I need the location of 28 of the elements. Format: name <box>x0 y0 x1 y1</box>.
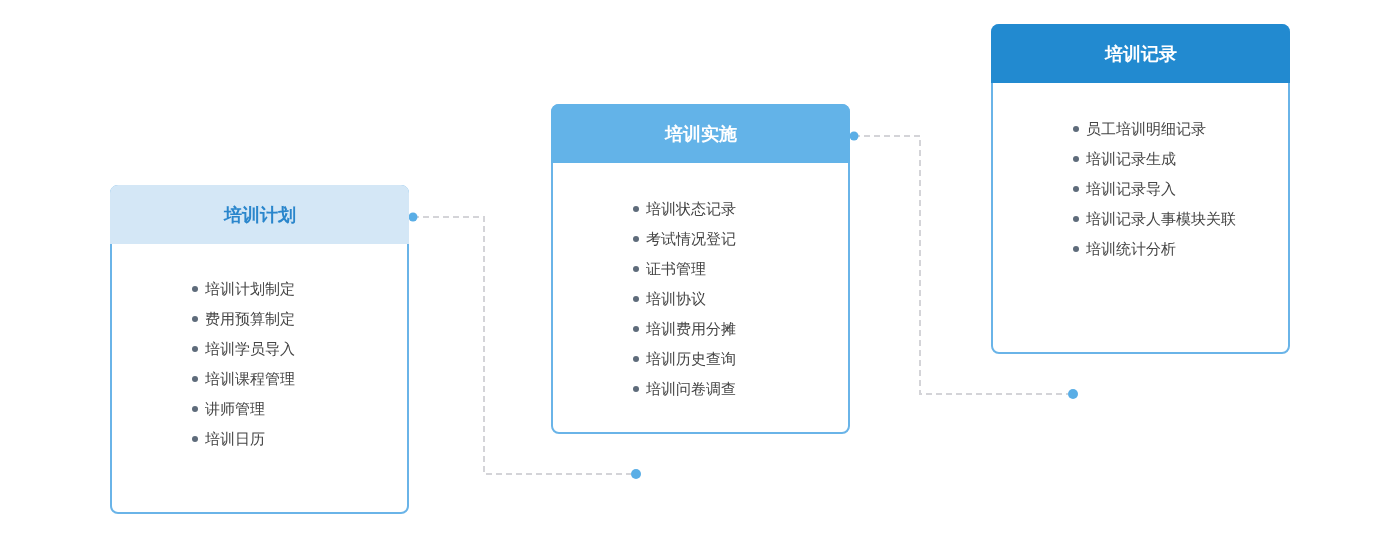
card-header: 培训记录 <box>991 24 1290 83</box>
list-item: 员工培训明细记录 <box>1086 119 1206 139</box>
connector <box>849 131 1069 395</box>
list-item: 考试情况登记 <box>646 229 736 249</box>
list-item: 讲师管理 <box>205 399 265 419</box>
list-item: 培训状态记录 <box>646 199 736 219</box>
list-item: 费用预算制定 <box>205 309 295 329</box>
list-item: 培训问卷调查 <box>646 379 736 399</box>
list-item: 培训课程管理 <box>205 369 295 389</box>
list-item: 培训统计分析 <box>1086 239 1176 259</box>
dot <box>631 469 641 479</box>
list-item: 培训记录生成 <box>1086 149 1176 169</box>
card-header: 培训实施 <box>551 104 850 163</box>
list-item: 培训日历 <box>205 429 265 449</box>
list-item: 培训历史查询 <box>646 349 736 369</box>
card <box>991 24 1290 354</box>
card <box>110 185 409 514</box>
list-item: 培训记录人事模块关联 <box>1086 209 1236 229</box>
list-item: 培训学员导入 <box>205 339 295 359</box>
card-header: 培训计划 <box>110 185 409 244</box>
list-item: 培训费用分摊 <box>646 319 736 339</box>
list-item: 证书管理 <box>646 259 706 279</box>
card <box>551 104 850 434</box>
list-item: 培训记录导入 <box>1086 179 1176 199</box>
list-item: 培训协议 <box>646 289 706 309</box>
list-item: 培训计划制定 <box>205 279 295 299</box>
dot <box>1068 389 1078 399</box>
connector <box>408 212 632 475</box>
